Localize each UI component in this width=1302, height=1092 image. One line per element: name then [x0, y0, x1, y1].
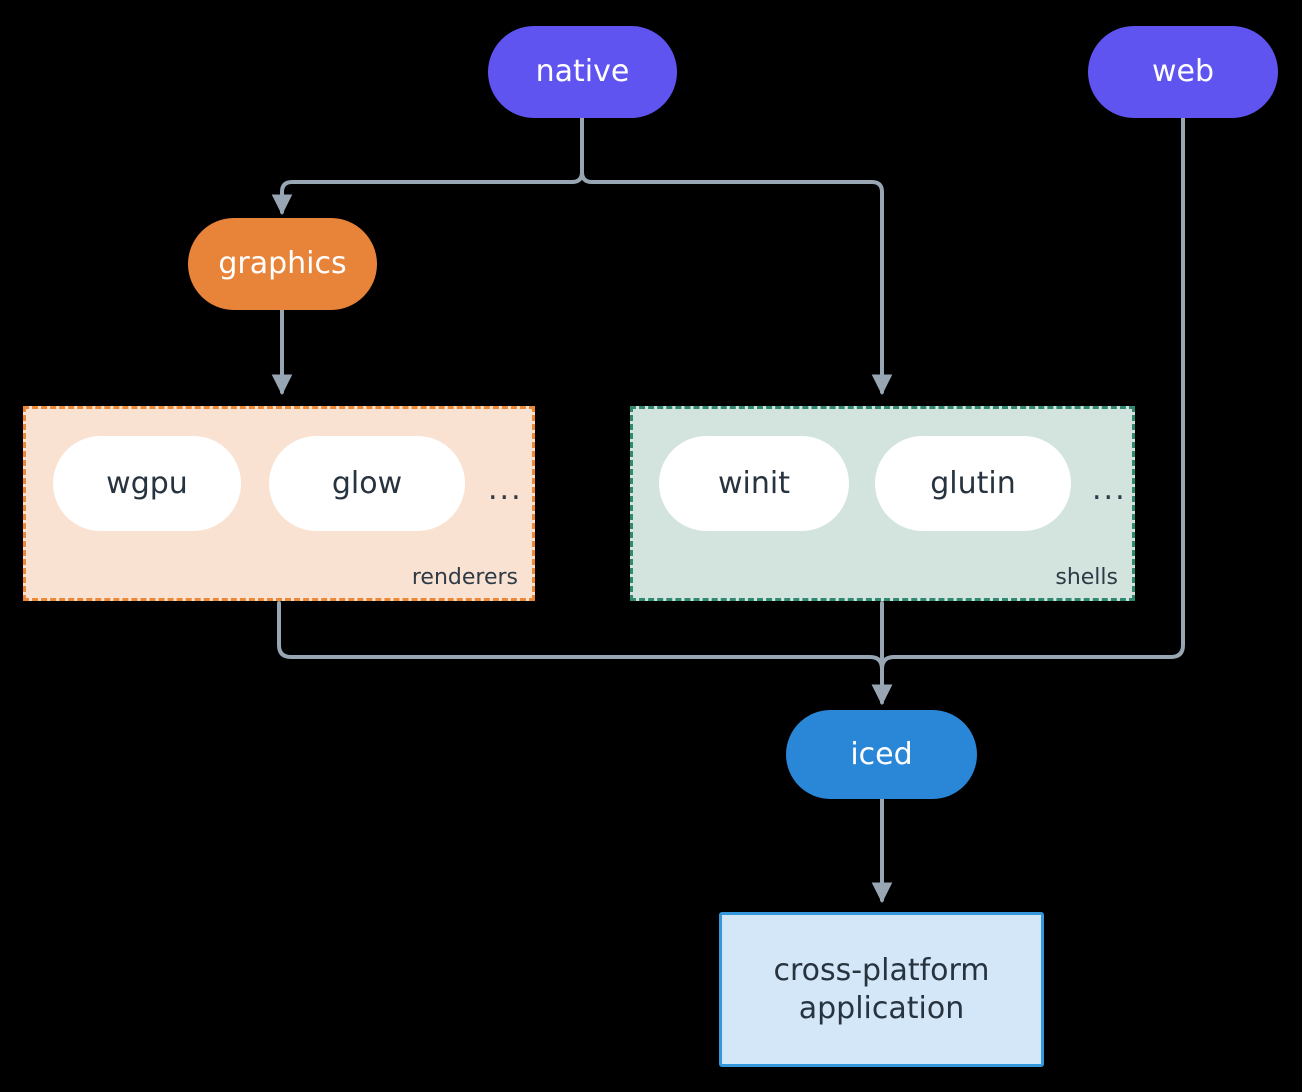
- cluster-renderers: wgpu glow ... renderers: [23, 406, 535, 601]
- node-iced-label: iced: [850, 736, 913, 772]
- node-native-label: native: [535, 54, 630, 90]
- cluster-shells-label: shells: [1055, 565, 1118, 590]
- node-glow[interactable]: glow: [269, 436, 465, 531]
- edge-native-to-shells: [580, 116, 893, 396]
- node-glutin[interactable]: glutin: [875, 436, 1071, 531]
- node-web-label: web: [1151, 54, 1215, 90]
- node-web[interactable]: web: [1088, 26, 1278, 118]
- node-winit[interactable]: winit: [659, 436, 849, 531]
- node-wgpu-label: wgpu: [106, 466, 188, 501]
- application-label-line1: cross-platform: [773, 953, 990, 988]
- edge-native-to-graphics: [271, 116, 584, 216]
- node-glutin-label: glutin: [930, 466, 1016, 501]
- node-cross-platform-application[interactable]: cross-platform application: [719, 912, 1044, 1067]
- renderers-more-ellipsis: ...: [488, 472, 523, 507]
- node-graphics[interactable]: graphics: [188, 218, 377, 310]
- cluster-renderers-label: renderers: [411, 565, 518, 590]
- node-iced[interactable]: iced: [786, 710, 977, 799]
- node-glow-label: glow: [331, 466, 403, 501]
- shells-more-ellipsis: ...: [1092, 472, 1127, 507]
- cluster-shells: winit glutin ... shells: [630, 406, 1135, 601]
- node-wgpu[interactable]: wgpu: [53, 436, 241, 531]
- edge-renderers-to-iced: [277, 601, 893, 706]
- node-native[interactable]: native: [488, 26, 677, 118]
- node-winit-label: winit: [718, 466, 790, 501]
- node-graphics-label: graphics: [218, 246, 347, 282]
- application-label-line2: application: [798, 990, 965, 1026]
